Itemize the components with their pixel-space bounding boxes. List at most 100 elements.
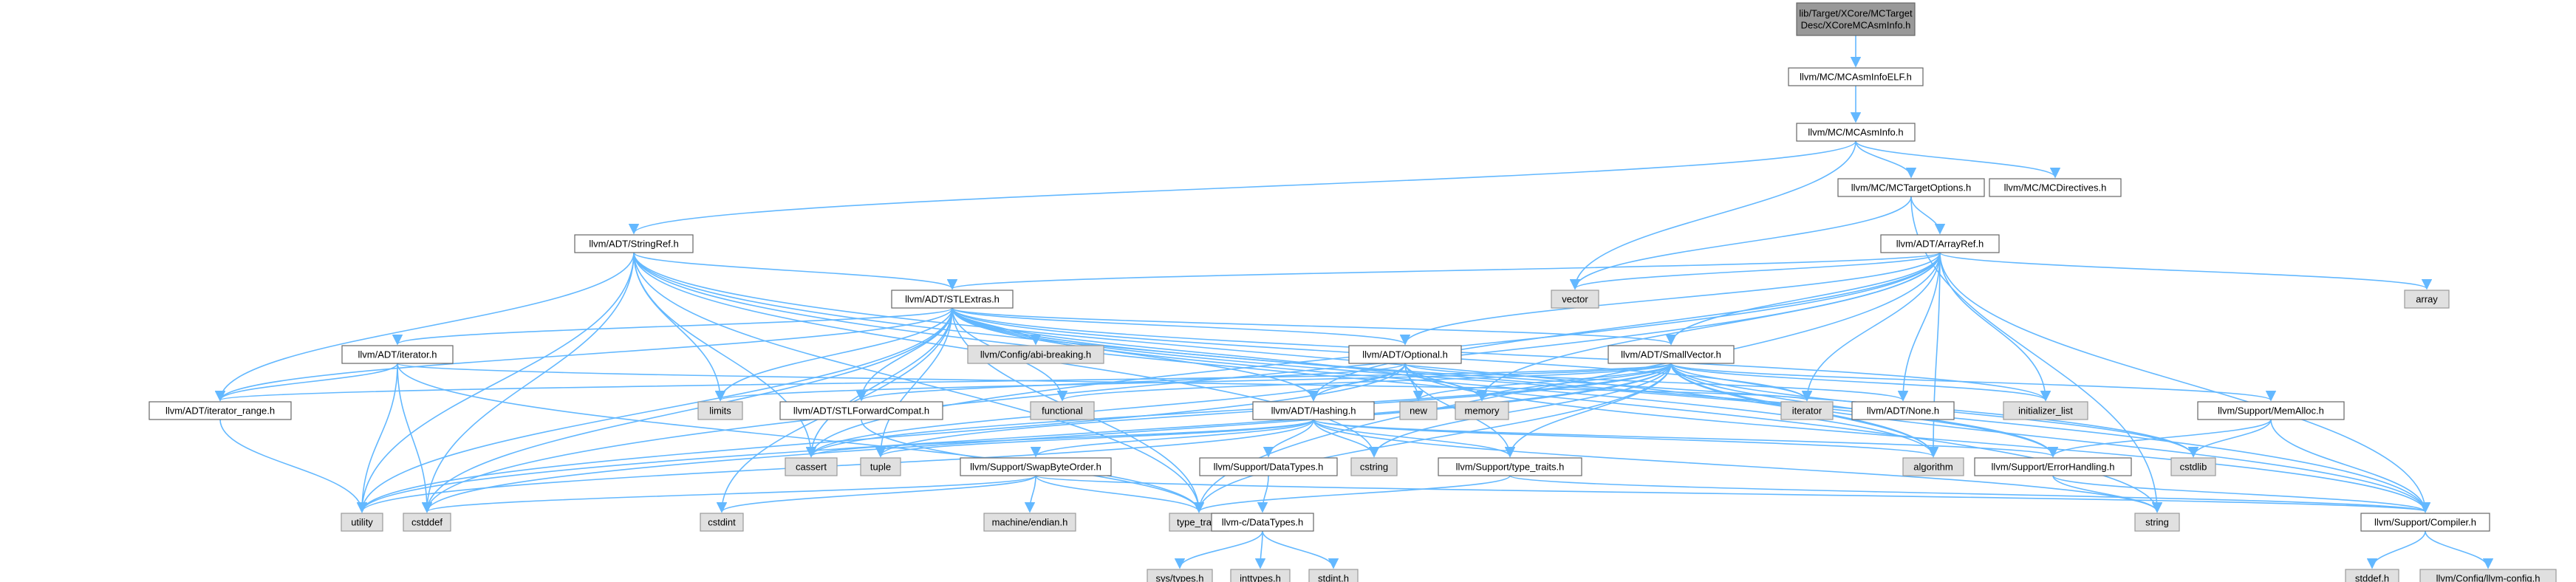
node-label: cstddef: [411, 517, 443, 528]
node-arrayref[interactable]: llvm/ADT/ArrayRef.h: [1880, 234, 2000, 253]
node-label: algorithm: [1913, 462, 1953, 473]
edge-arrayref-to-smallvector: [1665, 252, 1941, 346]
edge-memalloc-to-compiler: [2270, 419, 2431, 513]
node-label: inttypes.h: [1240, 573, 1281, 582]
edge-mcasminfo-to-mctargetoptions: [1855, 140, 1917, 179]
edge-stlextras-to-cstddef: [421, 307, 953, 513]
node-label: llvm/Support/SwapByteOrder.h: [970, 462, 1101, 473]
edge-hashing-to-datatypes: [1263, 419, 1314, 458]
edge-memalloc-to-cstdlib: [2187, 419, 2272, 458]
edge-smallvector-to-utility: [357, 363, 1672, 513]
edge-hashing-to-cstring: [1313, 419, 1380, 458]
node-label: memory: [1465, 405, 1500, 417]
node-limits: limits: [697, 401, 743, 420]
edge-stlextras-to-limits: [714, 307, 953, 402]
node-memalloc[interactable]: llvm/Support/MemAlloc.h: [2197, 401, 2345, 420]
edge-smallvector-to-compiler: [1670, 363, 2431, 513]
node-label: llvm/ADT/SmallVector.h: [1621, 349, 1721, 360]
node-label: vector: [1562, 294, 1588, 305]
node-inttypes: inttypes.h: [1230, 569, 1291, 582]
node-mcasminfoelf[interactable]: llvm/MC/MCAsmInfoELF.h: [1788, 67, 1924, 86]
node-iterator: iterator: [1780, 401, 1834, 420]
node-label: stddef.h: [2355, 573, 2389, 582]
edge-mctargetoptions-to-arrayref: [1910, 196, 1946, 235]
node-initlist: initializer_list: [2003, 401, 2088, 420]
node-stddef: stddef.h: [2345, 569, 2399, 582]
node-label: stdint.h: [1318, 573, 1349, 582]
node-label: llvm/MC/MCAsmInfoELF.h: [1800, 72, 1912, 83]
edge-mcasminfo-to-vector: [1569, 140, 1856, 290]
node-swapbyte[interactable]: llvm/Support/SwapByteOrder.h: [960, 457, 1112, 476]
edge-smallvector-to-initlist: [1670, 363, 2051, 402]
node-label: llvm/Support/Compiler.h: [2374, 517, 2476, 528]
edge-swapbyte-to-cstdint: [717, 475, 1036, 513]
node-new: new: [1399, 401, 1438, 420]
edge-stlextras-to-initlist: [952, 307, 2051, 402]
node-stringref[interactable]: llvm/ADT/StringRef.h: [574, 234, 694, 253]
node-none[interactable]: llvm/ADT/None.h: [1851, 401, 1955, 420]
node-compiler[interactable]: llvm/Support/Compiler.h: [2360, 513, 2490, 532]
node-mcasminfo[interactable]: llvm/MC/MCAsmInfo.h: [1796, 123, 1916, 142]
node-smallvector[interactable]: llvm/ADT/SmallVector.h: [1608, 345, 1735, 364]
node-label: llvm/Config/abi-breaking.h: [980, 349, 1091, 360]
node-cstdlib: cstdlib: [2170, 457, 2216, 476]
node-cdatatypes[interactable]: llvm-c/DataTypes.h: [1211, 513, 1314, 532]
node-layer: lib/Target/XCore/MCTargetDesc/XCoreMCAsm…: [148, 2, 2557, 582]
node-root[interactable]: lib/Target/XCore/MCTargetDesc/XCoreMCAsm…: [1796, 2, 1916, 36]
node-label: sys/types.h: [1155, 573, 1203, 582]
node-label: llvm/ADT/StringRef.h: [589, 239, 678, 250]
edge-errorhandling-to-string: [2052, 475, 2163, 513]
edge-arrayref-to-initlist: [1939, 252, 2051, 402]
node-label: llvm/ADT/None.h: [1867, 405, 1939, 417]
edge-cdatatypes-to-stdint: [1262, 530, 1339, 569]
edge-stringref-to-iterrange: [214, 252, 635, 402]
node-datatypes[interactable]: llvm/Support/DataTypes.h: [1199, 457, 1338, 476]
node-label: llvm/Support/DataTypes.h: [1214, 462, 1324, 473]
node-typetraitsh[interactable]: llvm/Support/type_traits.h: [1438, 457, 1582, 476]
node-label: lib/Target/XCore/MCTarget: [1799, 8, 1913, 19]
node-errorhandling[interactable]: llvm/Support/ErrorHandling.h: [1974, 457, 2132, 476]
edge-stringref-to-stlextras: [633, 252, 957, 290]
edge-stlextras-to-iterrange: [215, 307, 953, 402]
node-label: llvm/ADT/Optional.h: [1362, 349, 1448, 360]
node-machendian: machine/endian.h: [983, 513, 1076, 532]
node-iteratorh[interactable]: llvm/ADT/iterator.h: [341, 345, 454, 364]
node-tuple: tuple: [860, 457, 901, 476]
node-label: string: [2145, 517, 2169, 528]
edge-swapbyte-to-type_traits: [1035, 475, 1205, 513]
node-label: tuple: [870, 462, 891, 473]
node-label: llvm/MC/MCAsmInfo.h: [1808, 127, 1903, 138]
node-hashing[interactable]: llvm/ADT/Hashing.h: [1252, 401, 1375, 420]
edge-stlextras-to-utility: [356, 307, 953, 513]
edge-smallvector-to-functional: [1057, 363, 1672, 402]
node-stlextras[interactable]: llvm/ADT/STLExtras.h: [891, 290, 1014, 309]
node-stlfwd[interactable]: llvm/ADT/STLForwardCompat.h: [779, 401, 943, 420]
node-algorithm: algorithm: [1902, 457, 1964, 476]
node-label: llvm/Support/type_traits.h: [1456, 462, 1565, 473]
node-mctargetoptions[interactable]: llvm/MC/MCTargetOptions.h: [1837, 178, 1985, 197]
edge-smallvector-to-iterrange: [215, 363, 1672, 402]
node-label: cstring: [1360, 462, 1388, 473]
node-llvmconfig: llvm/Config/llvm-config.h: [2419, 569, 2557, 582]
edge-cdatatypes-to-systypes: [1174, 530, 1263, 569]
edge-iteratorh-to-iterrange: [214, 363, 398, 402]
edge-iteratorh-to-iterator: [397, 363, 1812, 402]
node-mcdirectives[interactable]: llvm/MC/MCDirectives.h: [1989, 178, 2122, 197]
node-iterrange[interactable]: llvm/ADT/iterator_range.h: [148, 401, 292, 420]
node-label: machine/endian.h: [992, 517, 1068, 528]
node-optional[interactable]: llvm/ADT/Optional.h: [1348, 345, 1462, 364]
edge-mcasminfo-to-stringref: [629, 140, 1856, 235]
edge-typetraitsh-to-compiler: [1509, 475, 2430, 513]
node-label: llvm/ADT/ArrayRef.h: [1896, 239, 1984, 250]
edge-datatypes-to-cdatatypes: [1257, 475, 1269, 513]
edge-smallvector-to-new: [1412, 363, 1672, 402]
edge-hashing-to-tuple: [875, 419, 1314, 458]
node-label: limits: [709, 405, 731, 417]
node-label: llvm/MC/MCTargetOptions.h: [1851, 182, 1972, 194]
node-label: array: [2416, 294, 2438, 305]
edge-stringref-to-cstddef: [421, 252, 635, 513]
edge-optional-to-utility: [357, 363, 1406, 513]
edge-smallvector-to-limits: [715, 363, 1672, 402]
edge-iterrange-to-utility: [219, 419, 368, 513]
edge-arrayref-to-optional: [1399, 252, 1941, 346]
